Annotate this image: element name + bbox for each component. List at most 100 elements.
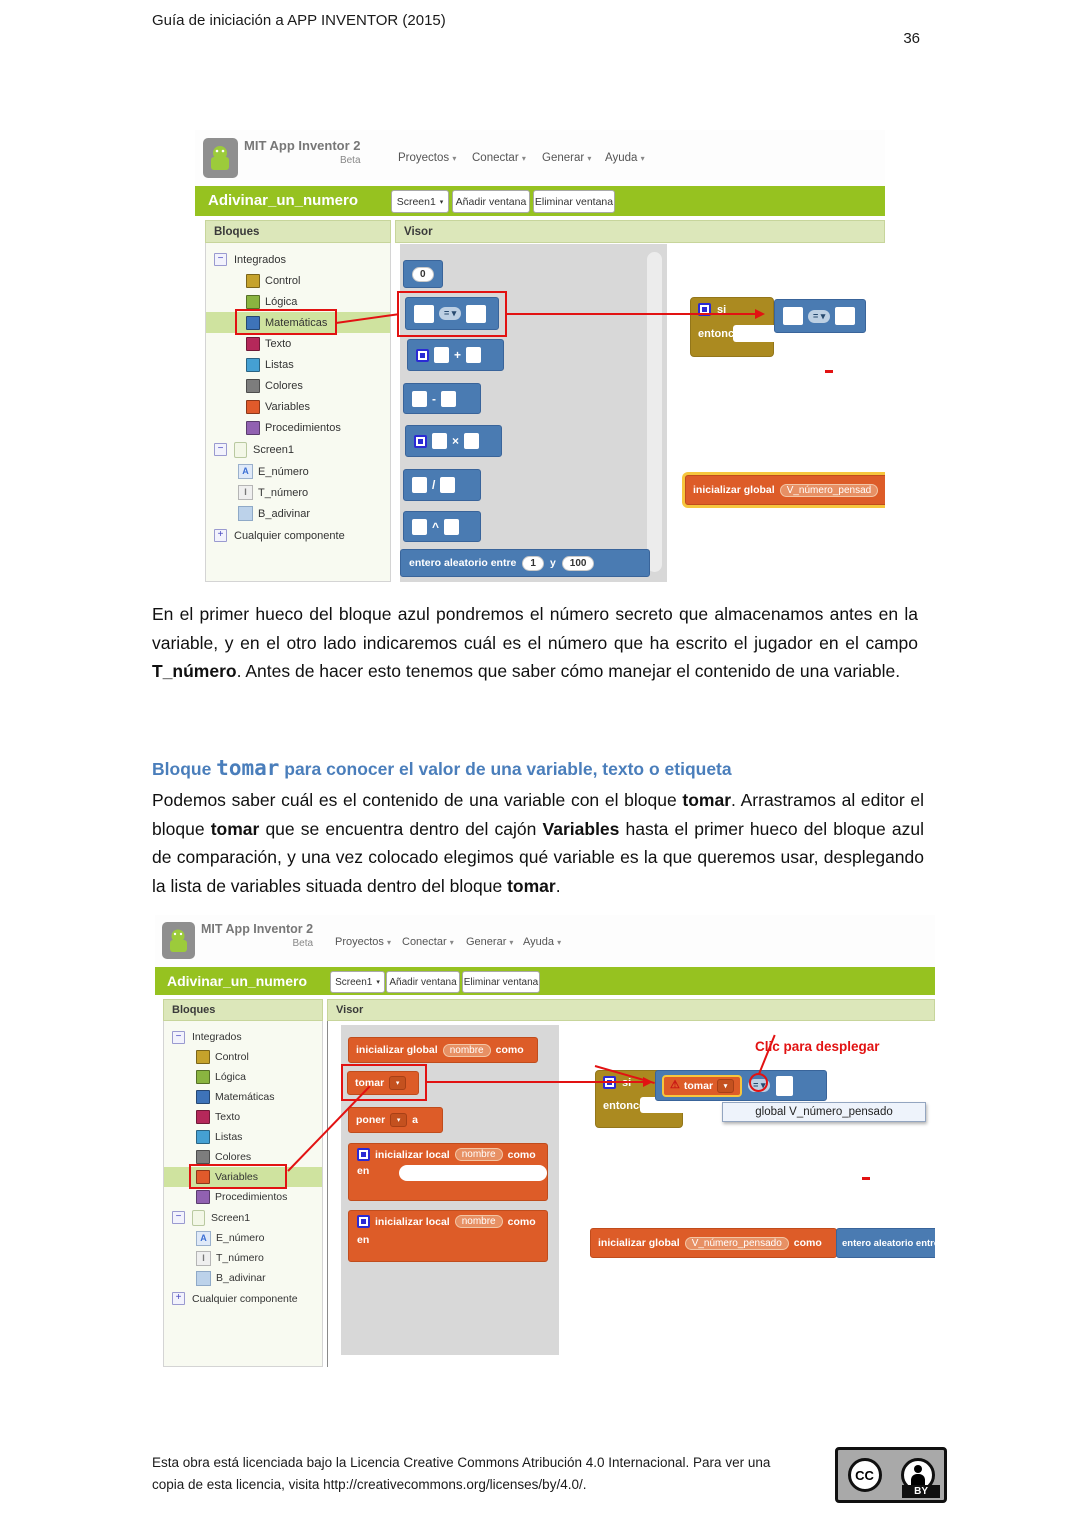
tomar-block-selected[interactable]: ⚠tomar▾ <box>662 1074 743 1097</box>
tree-item-cualquier-componente[interactable]: +Cualquier componente <box>164 1288 322 1309</box>
menu-proyectos[interactable]: Proyectos ▾ <box>335 936 391 948</box>
annotation-line <box>427 1081 645 1083</box>
socket <box>466 304 487 323</box>
lists-category-icon <box>196 1130 210 1144</box>
tree-item-matematicas[interactable]: Matemáticas <box>164 1087 322 1107</box>
screen-select-button[interactable]: Screen1▾ <box>391 190 449 213</box>
equals-block-on-canvas[interactable]: ⚠tomar▾ = ▾ <box>655 1070 827 1101</box>
collapse-icon[interactable]: − <box>214 253 227 266</box>
tree-item-cualquier-componente[interactable]: +Cualquier componente <box>206 524 390 547</box>
flyout-scrollbar[interactable] <box>647 252 662 572</box>
collapse-icon[interactable]: − <box>214 443 227 456</box>
menu-generar[interactable]: Generar ▾ <box>466 936 514 948</box>
plus-block[interactable]: + <box>407 339 504 371</box>
random-integer-block-canvas[interactable]: entero aleatorio entre <box>836 1228 935 1258</box>
mutator-icon[interactable] <box>698 303 711 316</box>
tree-item-integrados[interactable]: −Integrados <box>206 249 390 270</box>
tree-item-texto[interactable]: Texto <box>164 1107 322 1127</box>
variables-category-icon <box>246 399 260 414</box>
menu-conectar[interactable]: Conectar ▾ <box>472 152 526 164</box>
mutator-icon[interactable] <box>357 1215 370 1228</box>
tree-item-variables[interactable]: Variables <box>164 1167 322 1187</box>
remove-screen-button[interactable]: Eliminar ventana <box>533 190 615 213</box>
remove-screen-button[interactable]: Eliminar ventana <box>462 971 540 993</box>
tree-item-control[interactable]: Control <box>164 1047 322 1067</box>
app-logo[interactable]: MIT App Inventor 2 Beta <box>203 138 361 183</box>
init-global-block[interactable]: inicializar global V_número_pensad <box>685 475 885 505</box>
chevron-down-icon: ▾ <box>509 938 514 947</box>
tree-item-colores[interactable]: Colores <box>206 375 390 396</box>
tree-item-matematicas[interactable]: Matemáticas <box>206 312 390 333</box>
equals-block-on-canvas[interactable]: = ▾ <box>774 299 866 333</box>
mutator-icon[interactable] <box>357 1148 370 1161</box>
menu-proyectos[interactable]: Proyectos ▾ <box>398 152 457 164</box>
tree-item-control[interactable]: Control <box>206 270 390 291</box>
tree-item-variables[interactable]: Variables <box>206 396 390 417</box>
page-number: 36 <box>903 30 920 47</box>
tree-item-screen1[interactable]: −Screen1 <box>206 438 390 461</box>
tree-item-texto[interactable]: Texto <box>206 333 390 354</box>
socket <box>412 390 427 407</box>
power-block[interactable]: ^ <box>403 511 481 542</box>
expand-icon[interactable]: + <box>214 529 227 542</box>
dropdown-button[interactable]: ▾ <box>389 1076 407 1090</box>
logic-category-icon <box>246 294 260 309</box>
dropdown-button[interactable]: ▾ <box>390 1113 408 1127</box>
screen-select-button[interactable]: Screen1▾ <box>330 971 385 993</box>
mutator-icon[interactable] <box>416 348 429 362</box>
android-logo-icon <box>162 922 195 964</box>
tree-item-procedimientos[interactable]: Procedimientos <box>206 417 390 438</box>
mutator-icon[interactable] <box>414 434 427 448</box>
license-text: Esta obra está licenciada bajo la Licenc… <box>152 1455 771 1492</box>
equals-block[interactable]: = ▾ <box>405 297 499 330</box>
tomar-flyout-block[interactable]: tomar▾ <box>347 1071 419 1095</box>
if-block[interactable]: si entonces <box>690 297 777 357</box>
minus-block[interactable]: - <box>403 383 481 414</box>
init-global-block-canvas[interactable]: inicializar global V_número_pensado como <box>590 1228 837 1258</box>
annotation-circle-dropdown <box>749 1073 768 1092</box>
tree-item-integrados[interactable]: −Integrados <box>164 1027 322 1047</box>
tree-item-procedimientos[interactable]: Procedimientos <box>164 1187 322 1207</box>
tree-item-logica[interactable]: Lógica <box>164 1067 322 1087</box>
blocks-tree: −Integrados Control Lógica Matemáticas T… <box>163 1021 323 1367</box>
project-bar: Adivinar_un_numero Screen1▾ Añadir venta… <box>195 186 885 216</box>
socket <box>412 518 427 535</box>
socket <box>440 477 456 493</box>
tree-item-colores[interactable]: Colores <box>164 1147 322 1167</box>
add-screen-button[interactable]: Añadir ventana <box>452 190 530 213</box>
multiply-block[interactable]: × <box>405 425 502 457</box>
blocks-tree: −Integrados Control Lógica Matemáticas T… <box>205 243 391 582</box>
divide-block[interactable]: / <box>403 469 481 501</box>
menu-ayuda[interactable]: Ayuda ▾ <box>523 936 562 948</box>
tree-item-b-adivinar[interactable]: B_adivinar <box>164 1268 322 1288</box>
app-logo[interactable]: MIT App Inventor 2 Beta <box>162 922 313 964</box>
math-category-icon <box>196 1090 210 1104</box>
menu-conectar[interactable]: Conectar ▾ <box>402 936 454 948</box>
colors-category-icon <box>196 1150 210 1164</box>
collapse-icon[interactable]: − <box>172 1030 185 1044</box>
tree-item-screen1[interactable]: −Screen1 <box>164 1207 322 1228</box>
dropdown-item-global-variable[interactable]: global V_número_pensado <box>755 1106 893 1118</box>
collapse-icon[interactable]: − <box>172 1211 185 1224</box>
socket <box>434 347 449 363</box>
expand-icon[interactable]: + <box>172 1292 185 1305</box>
add-screen-button[interactable]: Añadir ventana <box>386 971 460 993</box>
tree-item-listas[interactable]: Listas <box>164 1127 322 1147</box>
tree-item-listas[interactable]: Listas <box>206 354 390 375</box>
dropdown-button[interactable]: ▾ <box>717 1078 735 1093</box>
poner-flyout-block[interactable]: poner▾a <box>348 1107 443 1133</box>
tree-item-b-adivinar[interactable]: B_adivinar <box>206 503 390 524</box>
menu-generar[interactable]: Generar ▾ <box>542 152 592 164</box>
app-subtitle: Beta <box>292 938 314 949</box>
number-block[interactable]: 0 <box>403 260 443 288</box>
tree-item-logica[interactable]: Lógica <box>206 291 390 312</box>
menu-ayuda[interactable]: Ayuda ▾ <box>605 152 645 164</box>
